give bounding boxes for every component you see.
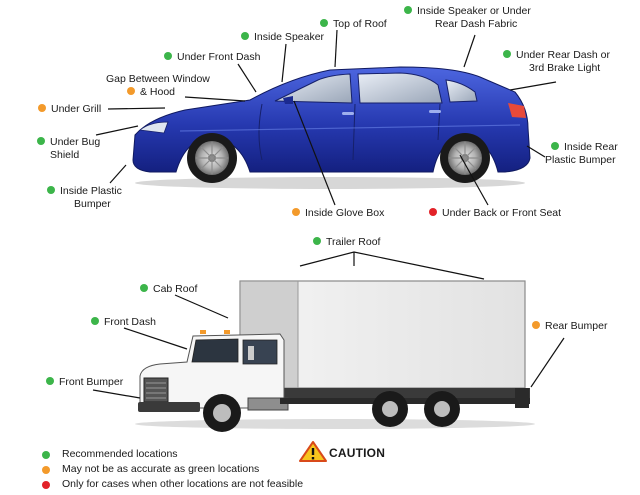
label-trailer-roof: Trailer Roof: [313, 236, 380, 249]
label-rear-bumper: Rear Bumper: [532, 320, 607, 333]
label-inside-rear-plastic-bumper: Inside Rear Plastic Bumper: [545, 141, 618, 166]
legend: Recommended locations May not be as accu…: [42, 447, 303, 492]
label-under-front-dash: Under Front Dash: [164, 51, 260, 64]
label-under-grill: Under Grill: [38, 103, 101, 116]
box-truck: [135, 280, 535, 432]
warning-triangle-icon: [299, 441, 327, 462]
status-dot-green: [551, 142, 559, 151]
status-dot-green: [47, 186, 55, 195]
label-front-dash: Front Dash: [91, 316, 156, 329]
leader-lines: [92, 29, 565, 399]
status-dot-green: [140, 284, 148, 293]
label-cab-roof: Cab Roof: [140, 283, 197, 296]
status-dot-green: [503, 50, 511, 59]
label-top-of-roof: Top of Roof: [320, 18, 387, 31]
legend-item-red: Only for cases when other locations are …: [42, 477, 303, 492]
label-front-bumper: Front Bumper: [46, 376, 123, 389]
status-dot-green: [404, 6, 412, 15]
label-inside-glove-box: Inside Glove Box: [292, 207, 384, 220]
label-under-rear-dash: Under Rear Dash or 3rd Brake Light: [503, 49, 610, 75]
status-dot-orange: [42, 465, 50, 474]
status-dot-orange: [292, 208, 300, 217]
status-dot-green: [46, 377, 54, 386]
legend-item-orange: May not be as accurate as green location…: [42, 462, 303, 477]
caution-notice: CAUTION: [298, 443, 385, 463]
caution-text: CAUTION: [329, 446, 386, 460]
label-under-seat: Under Back or Front Seat: [429, 207, 561, 220]
status-dot-green: [313, 237, 321, 246]
status-dot-orange: [127, 87, 135, 96]
status-dot-green: [37, 137, 45, 146]
label-inside-plastic-bumper: Inside Plastic Bumper: [47, 185, 122, 211]
status-dot-green: [91, 317, 99, 326]
label-inside-speaker-rear: Inside Speaker or Under Rear Dash Fabric: [404, 5, 531, 31]
status-dot-orange: [532, 321, 540, 330]
status-dot-green: [42, 450, 50, 459]
label-gap-window-hood: Gap Between Window & Hood: [106, 73, 210, 98]
label-under-bug-shield: Under Bug Shield: [37, 136, 100, 162]
status-dot-green: [164, 52, 172, 61]
car: [132, 66, 531, 189]
status-dot-red: [429, 208, 437, 217]
status-dot-green: [241, 32, 249, 41]
status-dot-green: [320, 19, 328, 28]
status-dot-red: [42, 480, 50, 489]
status-dot-orange: [38, 104, 46, 113]
caution-icon-spacer: [298, 443, 326, 463]
label-inside-speaker: Inside Speaker: [241, 31, 324, 44]
legend-item-green: Recommended locations: [42, 447, 303, 462]
